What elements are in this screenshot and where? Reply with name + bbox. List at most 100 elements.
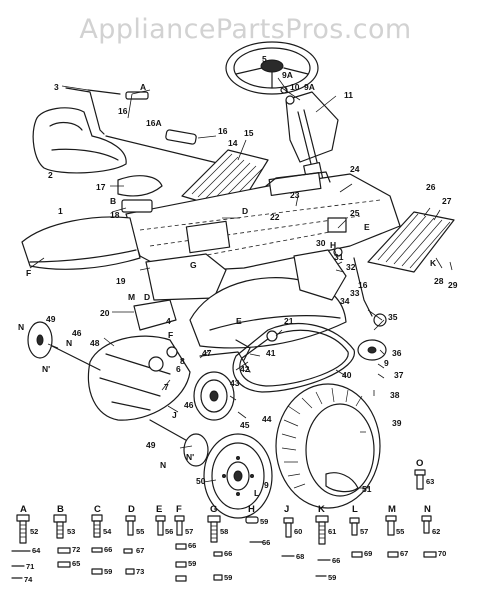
linkage-parts (199, 330, 278, 373)
hw-letter-o: O (416, 458, 423, 469)
callout-18: 18 (110, 210, 120, 220)
callout-9-r: 9 (384, 358, 389, 368)
hw-num-59-b: 59 (188, 559, 196, 568)
callout-15: 15 (244, 128, 254, 138)
chassis-frame (125, 171, 401, 273)
side-panels (133, 253, 227, 331)
hw-num-68: 68 (296, 552, 304, 561)
idler-pulley (357, 339, 387, 361)
callout-17: 17 (96, 182, 106, 192)
callout-9-top: 9 (264, 480, 269, 490)
callout-14: 14 (228, 138, 238, 148)
callout-20: 20 (100, 308, 110, 318)
callout-24: 24 (350, 164, 360, 174)
callout-letter-f2: F (168, 330, 173, 340)
callout-51: 51 (362, 484, 372, 494)
callout-6: 6 (176, 364, 181, 374)
hw-letter-g: G (210, 504, 217, 515)
hw-letter-h: H (248, 504, 255, 515)
callout-letter-b: B (110, 196, 116, 206)
callout-2: 2 (48, 170, 53, 180)
bolt-e (155, 515, 166, 536)
hw-num-60: 60 (294, 527, 302, 536)
seat (32, 107, 127, 174)
hw-letter-l: L (352, 504, 358, 515)
hw-num-67-a: 67 (136, 546, 144, 555)
callout-letter-n4: N' (42, 364, 50, 374)
callout-1: 1 (58, 206, 63, 216)
callout-3: 3 (54, 82, 59, 92)
hw-letter-k: K (318, 504, 325, 515)
hw-letter-f: F (176, 504, 182, 515)
callout-41: 41 (266, 348, 276, 358)
callout-letter-n1: N (18, 322, 24, 332)
callout-50: 50 (196, 476, 206, 486)
callout-4: 4 (166, 316, 171, 326)
callout-36: 36 (392, 348, 402, 358)
small-hardware-pieces (11, 541, 437, 582)
callout-letter-g: G (190, 260, 197, 270)
callout-48: 48 (90, 338, 100, 348)
callout-46-b: 46 (184, 400, 194, 410)
hw-num-66-d: 66 (262, 538, 270, 547)
callout-23: 23 (290, 190, 300, 200)
hw-num-57-l: 57 (360, 527, 368, 536)
right-axle (149, 419, 209, 467)
hw-num-52: 52 (30, 527, 38, 536)
hw-letter-n: N (424, 504, 431, 515)
callout-29: 29 (448, 280, 458, 290)
callout-letter-m: M (128, 292, 135, 302)
hw-num-73: 73 (136, 567, 144, 576)
hw-num-66-b: 66 (188, 541, 196, 550)
callout-34: 34 (340, 296, 350, 306)
rear-fender (21, 216, 141, 270)
hw-num-58: 58 (220, 527, 228, 536)
hw-num-62: 62 (432, 527, 440, 536)
callout-31: 31 (334, 252, 344, 262)
hw-num-55-m: 55 (396, 527, 404, 536)
fender-bracket (117, 175, 163, 213)
callout-letter-a: A (140, 82, 146, 92)
hw-num-74: 74 (24, 575, 33, 584)
hw-num-71: 71 (26, 562, 34, 571)
bolt-l (349, 517, 360, 536)
callout-letter-e2: E (236, 316, 242, 326)
bolt-f (174, 515, 185, 536)
callout-16-d: 16 (358, 280, 368, 290)
hw-letter-b: B (57, 504, 64, 515)
hw-num-66-e: 66 (332, 556, 340, 565)
callout-letter-n3: N (160, 460, 166, 470)
callout-5: 5 (262, 54, 267, 64)
hw-num-56: 56 (165, 527, 173, 536)
hw-num-59-d: 59 (328, 573, 336, 582)
hw-num-69: 69 (364, 549, 372, 558)
bolt-n (421, 515, 432, 534)
hw-letter-a: A (20, 504, 27, 515)
callout-44: 44 (262, 414, 272, 424)
hw-num-66-c: 66 (224, 549, 232, 558)
callout-16-c: 16 (218, 126, 228, 136)
callout-letter-d: D (242, 206, 248, 216)
callout-37: 37 (394, 370, 404, 380)
callout-30: 30 (316, 238, 326, 248)
callout-22: 22 (270, 212, 280, 222)
callout-9a-2: 9A (304, 82, 315, 92)
callout-10: 10 (290, 82, 300, 92)
callout-letter-d2: D (144, 292, 150, 302)
callout-11: 11 (344, 90, 353, 100)
callout-letter-h: H (330, 240, 336, 250)
hw-letter-m: M (388, 504, 396, 515)
callout-27: 27 (442, 196, 452, 206)
callout-letter-k: K (430, 258, 437, 268)
callout-letter-n2: N (66, 338, 72, 348)
drive-belt (232, 323, 355, 393)
bolt-m (385, 515, 397, 536)
drive-pulley (193, 371, 235, 421)
hw-num-55: 55 (136, 527, 144, 536)
bolt-j (283, 517, 294, 538)
callout-19: 19 (116, 276, 126, 286)
hw-num-61: 61 (328, 527, 336, 536)
bolt-b (53, 514, 67, 539)
callout-40: 40 (342, 370, 352, 380)
